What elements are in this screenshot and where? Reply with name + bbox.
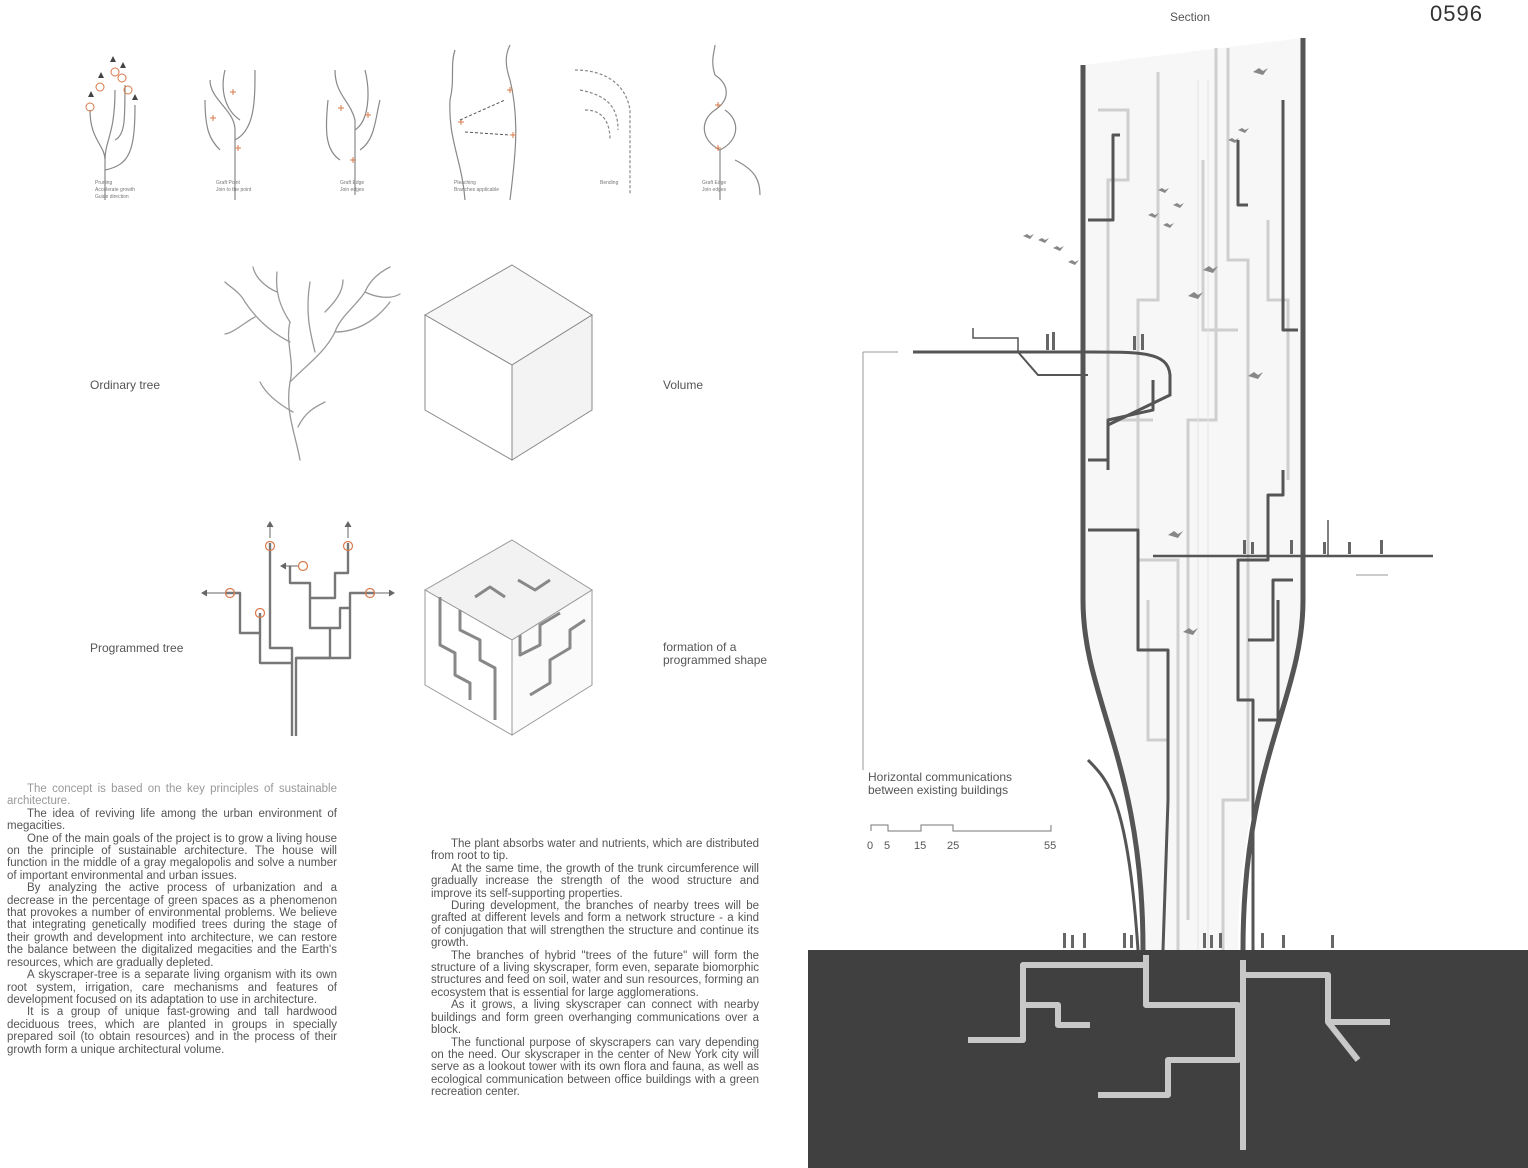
label-horizontal-communications: Horizontal communications between existi… (868, 770, 1013, 797)
section-label: Section (1170, 10, 1211, 24)
text-column-right: The plant absorbs water and nutrients, w… (431, 838, 759, 1099)
caption-pleaching: Pleaching Branches applicable (454, 180, 500, 193)
label-formation: formation of a programmed shape (663, 640, 768, 667)
label-ordinary-tree: Ordinary tree (90, 378, 161, 392)
scale-tick-55: 55 (1044, 840, 1057, 852)
caption-graft-point: Graft Point Join to the point (216, 180, 252, 193)
label-volume: Volume (663, 378, 704, 392)
skyscraper-section (862, 38, 1433, 1150)
scale-tick-25: 25 (947, 840, 960, 852)
caption-graft-edge-2: Graft Edge Join edges (702, 180, 727, 193)
scale-tick-0: 0 (867, 840, 874, 852)
caption-graft-edge: Graft Edge Join edges (340, 180, 365, 193)
programmed-tree-diagram (201, 521, 395, 736)
project-code: 0596 (1430, 1, 1483, 26)
text-column-left: The concept is based on the key principl… (7, 783, 337, 1056)
volume-cube (423, 264, 593, 461)
label-programmed-tree: Programmed tree (90, 641, 184, 655)
caption-pruning: Pruning Accelerate growth Guide directio… (95, 180, 136, 200)
scale-tick-15: 15 (914, 840, 927, 852)
ordinary-tree-sketch (224, 266, 401, 461)
scale-tick-5: 5 (884, 840, 891, 852)
technique-diagrams (85, 44, 761, 201)
programmed-shape-cube (423, 539, 593, 736)
caption-bending: Bending (600, 180, 619, 186)
